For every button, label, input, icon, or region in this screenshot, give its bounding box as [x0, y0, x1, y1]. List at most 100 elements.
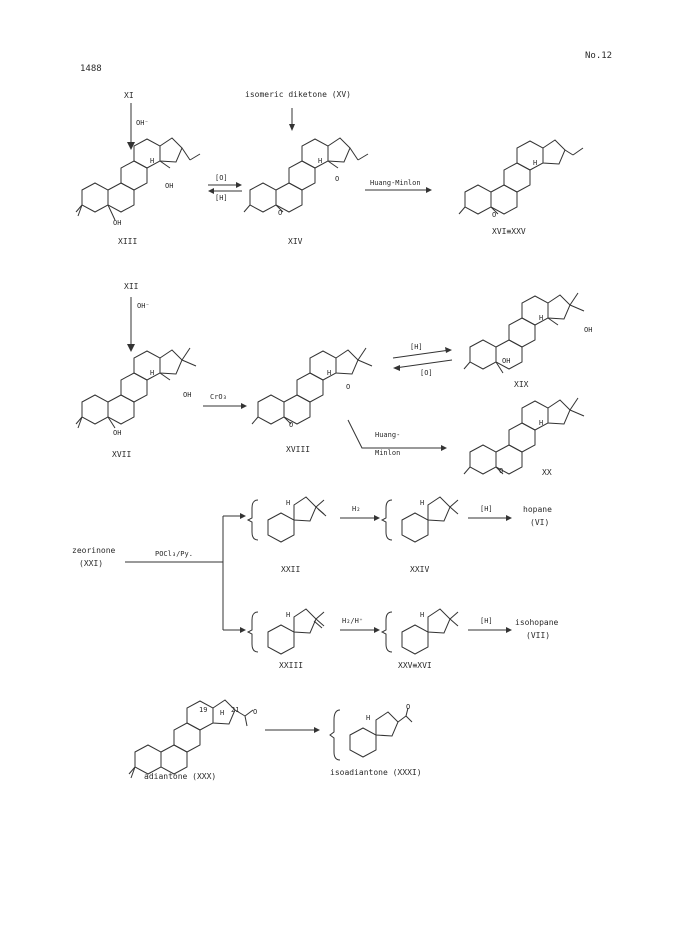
label-xiv: XIV [288, 237, 303, 246]
reagent-h-b: [H] [480, 617, 493, 625]
h-xviii: H [327, 369, 332, 377]
page-number: 1488 [80, 64, 102, 74]
arrowhead [445, 347, 452, 353]
arrow-huang-2 [347, 419, 445, 449]
label-xix: XIX [514, 380, 529, 389]
h-xxiii: H [286, 611, 291, 619]
h-xvii: H [150, 369, 155, 377]
label-xvi: XVI≡XXV [492, 227, 526, 236]
structure-xxii [246, 496, 327, 543]
label-isohopane-num: (VII) [526, 631, 551, 640]
arrowhead [127, 344, 135, 352]
reagent-cro3: CrO₃ [210, 393, 227, 401]
o-xiv-1: O [335, 175, 340, 183]
h-xx: H [539, 419, 544, 427]
oh-xiii-2: OH [113, 219, 122, 227]
structure-xiii [75, 137, 201, 221]
label-xvii: XVII [112, 450, 132, 459]
label-adiantone: adiantone (XXX) [144, 772, 217, 781]
reagent-huang-2a: Huang- [375, 431, 401, 439]
structure-xx [463, 397, 585, 475]
label-isomeric: isomeric diketone (XV) [245, 90, 351, 99]
h-xxx: H [220, 709, 225, 717]
label-isoadiantone: isoadiantone (XXXI) [330, 768, 422, 777]
structure-xxx [128, 699, 254, 779]
arrowhead [240, 513, 246, 519]
arrowhead [236, 182, 242, 188]
reagent-huang-1: Huang-Minlon [370, 179, 421, 187]
oh-xvii-1: OH [183, 391, 192, 399]
label-hopane-num: (VI) [530, 518, 550, 527]
structure-xxxi [329, 707, 413, 761]
reagent-oh-1: OH⁻ [136, 119, 149, 127]
structure-xix [463, 292, 585, 374]
arrowhead [506, 515, 512, 521]
h-xvi: H [533, 159, 538, 167]
arrowhead [241, 403, 247, 409]
reagent-huang-2b: Minlon [375, 449, 401, 457]
reagent-h2: H₂ [352, 505, 361, 513]
issue-number: No.12 [585, 51, 613, 61]
arrowhead [426, 187, 432, 193]
label-xxiii: XXIII [279, 661, 304, 670]
label-zeorinone: zeorinone [72, 546, 116, 555]
label-xxii: XXII [281, 565, 301, 574]
arrowhead [127, 142, 135, 150]
structure-xxiv [380, 496, 459, 543]
h-xxxi: H [366, 714, 371, 722]
o-xxxi: O [406, 703, 411, 711]
structure-xvii [75, 347, 197, 429]
h-xxiv: H [420, 499, 425, 507]
reagent-h2h: H₂/H⁺ [342, 617, 364, 625]
label-xi: XI [124, 91, 134, 100]
o-xviii-1: O [346, 383, 351, 391]
h-xix: H [539, 314, 544, 322]
arrowhead [374, 515, 380, 521]
o-xviii-2: O [289, 421, 294, 429]
arrowhead [289, 124, 295, 131]
o-xiv-2: O [278, 209, 283, 217]
carbon-19: 19 [199, 706, 208, 714]
arrowhead [208, 188, 214, 194]
arrowhead [441, 445, 447, 451]
label-isohopane: isohopane [515, 618, 559, 627]
carbon-21: 21 [231, 706, 240, 714]
label-xxv: XXV≡XVI [398, 661, 432, 670]
structure-xxiii [246, 608, 325, 655]
label-xx: XX [542, 468, 552, 477]
label-xxiv: XXIV [410, 565, 430, 574]
arrowhead [374, 627, 380, 633]
arrow-from-xix [394, 359, 453, 369]
reagent-oh-2: OH⁻ [137, 302, 150, 310]
reagent-ox-1: [O] [215, 174, 228, 182]
structure-xiv [243, 137, 369, 213]
o-xxx: O [253, 708, 258, 716]
reagent-red-2: [H] [410, 343, 423, 351]
reagent-red-1: [H] [215, 194, 228, 202]
reagent-h-a: [H] [480, 505, 493, 513]
oh-xix-1: OH [584, 326, 593, 334]
h-xxv: H [420, 611, 425, 619]
arrowhead [393, 365, 400, 371]
h-xiv: H [318, 157, 323, 165]
label-hopane: hopane [523, 505, 552, 514]
h-xiii: H [150, 157, 155, 165]
label-xiii: XIII [118, 237, 138, 246]
oh-xvii-2: OH [113, 429, 122, 437]
oh-xix-2: OH [502, 357, 511, 365]
oh-xiii-1: OH [165, 182, 174, 190]
reagent-pocl3: POCl₃/Py. [155, 550, 193, 558]
reagent-ox-2: [O] [420, 369, 433, 377]
o-xx: O [499, 467, 504, 475]
o-xvi: O [492, 211, 497, 219]
structure-xxv [380, 608, 459, 655]
label-zeorinone-num: (XXI) [79, 559, 104, 568]
arrow-to-xix [392, 349, 451, 359]
label-xii: XII [124, 282, 139, 291]
h-xxii: H [286, 499, 291, 507]
structure-xviii [251, 347, 373, 425]
arrowhead [506, 627, 512, 633]
arrowhead [314, 727, 320, 733]
arrowhead [240, 627, 246, 633]
